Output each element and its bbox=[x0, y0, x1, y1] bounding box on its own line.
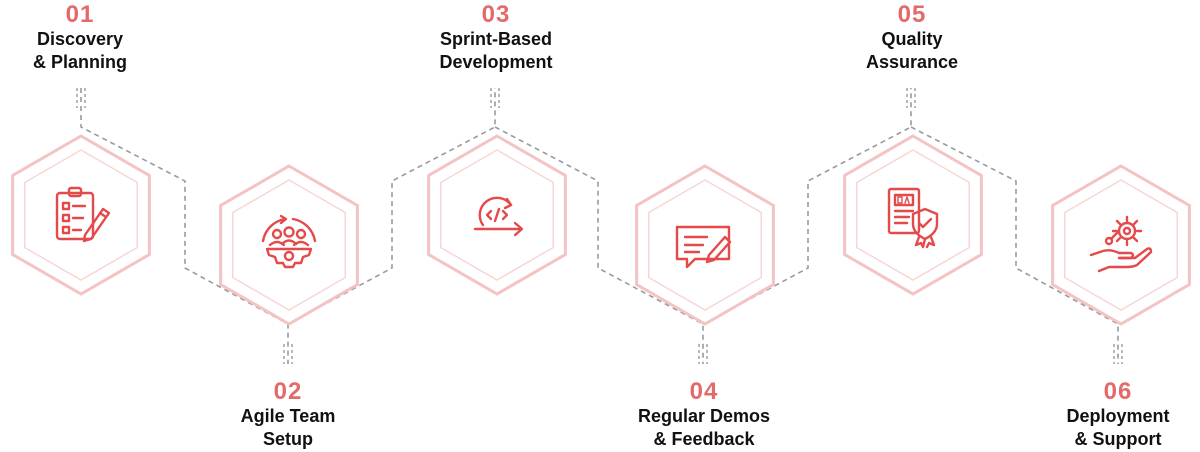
step-3-label: 03 Sprint-Based Development bbox=[391, 2, 601, 74]
hex-inner-border bbox=[855, 149, 971, 281]
step-5-title-line-2: Assurance bbox=[865, 52, 959, 72]
hex-outer-border bbox=[635, 164, 775, 326]
step-4-title-line-1: Regular Demos bbox=[637, 406, 771, 426]
step-6-number: 06 bbox=[1103, 378, 1133, 405]
step-6-label: 06 Deployment & Support bbox=[1013, 379, 1200, 451]
hex-frame bbox=[1051, 164, 1191, 326]
hex-frame bbox=[635, 164, 775, 326]
step-6-title-line-1: Deployment bbox=[1066, 406, 1170, 426]
step-5-title-line-1: Quality bbox=[881, 29, 943, 49]
hex-frame bbox=[219, 164, 359, 326]
hex-outer-border bbox=[11, 134, 151, 296]
step-4-label: 04 Regular Demos & Feedback bbox=[599, 379, 809, 451]
connector-dashed-line-4 bbox=[702, 88, 912, 325]
hex-frame bbox=[11, 134, 151, 296]
step-3-hexagon bbox=[427, 134, 567, 296]
step-1-title-line-2: & Planning bbox=[33, 52, 127, 72]
feedback-chat-pen-icon bbox=[675, 225, 732, 269]
hex-outer-border bbox=[219, 164, 359, 326]
hex-outer-border bbox=[1051, 164, 1191, 326]
step-3-title-line-2: Development bbox=[439, 52, 553, 72]
step-6-hexagon bbox=[1051, 164, 1191, 326]
connector-dashed-line-1 bbox=[80, 88, 289, 364]
sprint-code-cycle-icon bbox=[473, 196, 524, 237]
clipboard-checklist-pen-icon bbox=[55, 186, 111, 243]
step-2-hexagon bbox=[219, 164, 359, 326]
hex-inner-border bbox=[439, 149, 555, 281]
hand-gear-support-icon bbox=[1089, 215, 1153, 273]
connector-dashed-line-3 bbox=[494, 126, 704, 364]
step-5-number: 05 bbox=[897, 1, 927, 28]
hex-inner-border bbox=[647, 179, 763, 311]
step-1-hexagon bbox=[11, 134, 151, 296]
step-4-hexagon bbox=[635, 164, 775, 326]
qa-document-shield-icon bbox=[887, 187, 939, 249]
connector-dashed-line-5 bbox=[910, 126, 1119, 364]
step-1-title-line-1: Discovery bbox=[36, 29, 124, 49]
step-2-number: 02 bbox=[273, 378, 303, 405]
step-5-hexagon bbox=[843, 134, 983, 296]
step-4-number: 04 bbox=[689, 378, 719, 405]
step-2-title-line-1: Agile Team bbox=[240, 406, 336, 426]
step-4-title-line-2: & Feedback bbox=[653, 429, 755, 449]
team-gear-cycle-icon bbox=[261, 214, 317, 269]
step-3-number: 03 bbox=[481, 1, 511, 28]
step-6-title-line-2: & Support bbox=[1074, 429, 1162, 449]
step-3-title-line-1: Sprint-Based bbox=[439, 29, 553, 49]
step-1-number: 01 bbox=[65, 1, 95, 28]
step-2-label: 02 Agile Team Setup bbox=[183, 379, 393, 451]
step-5-label: 05 Quality Assurance bbox=[807, 2, 1017, 74]
hex-inner-border bbox=[23, 149, 139, 281]
hex-inner-border bbox=[231, 179, 347, 311]
step-1-label: 01 Discovery & Planning bbox=[0, 2, 185, 74]
step-2-title-line-2: Setup bbox=[262, 429, 313, 449]
hex-inner-border bbox=[1063, 179, 1179, 311]
connector-dashed-line-2 bbox=[287, 88, 496, 325]
